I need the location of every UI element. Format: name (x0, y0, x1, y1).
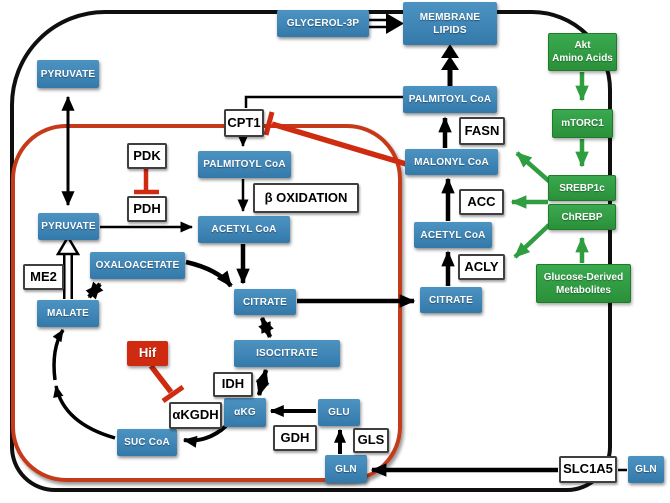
node-malate: MALATE (37, 300, 99, 327)
node-palmitoyl-coa-mito: PALMITOYL CoA (198, 151, 291, 178)
node-isocitrate: ISOCITRATE (234, 340, 340, 367)
node-idh: IDH (213, 372, 253, 397)
node-pyruvate-mito: PYRUVATE (38, 213, 99, 240)
node-chrebp: ChREBP (548, 204, 616, 230)
node-acetyl-coa-cytosol: ACETYL CoA (414, 222, 492, 248)
node-glycerol-3p: GLYCEROL-3P (277, 10, 369, 37)
node-acly: ACLY (458, 254, 505, 280)
node-citrate-mito: CITRATE (234, 289, 296, 315)
node-membrane-lipids: MEMBRANE LIPIDS (403, 2, 497, 45)
node-akg: αKG (224, 398, 266, 427)
node-glucose-derived-metabolites: Glucose-Derived Metabolites (536, 264, 631, 303)
node-acc: ACC (459, 189, 504, 215)
node-gln-extracellular: GLN (628, 456, 664, 483)
node-oxaloacetate: OXALOACETATE (90, 252, 185, 279)
node-malonyl-coa: MALONYL CoA (405, 149, 498, 175)
node-akgdh: αKGDH (169, 402, 222, 429)
node-slc1a5: SLC1A5 (559, 456, 617, 483)
node-me2: ME2 (23, 264, 64, 290)
node-citrate-cytosol: CITRATE (420, 287, 482, 313)
node-cpt1: CPT1 (224, 109, 264, 137)
node-hif: Hif (127, 341, 168, 366)
node-akt-amino-acids: Akt Amino Acids (548, 33, 617, 71)
node-pdh: PDH (127, 196, 167, 222)
node-pyruvate-cytosol: PYRUVATE (37, 60, 99, 88)
node-gln-mito: GLN (325, 455, 367, 483)
node-gdh: GDH (273, 425, 317, 451)
node-glu: GLU (318, 399, 360, 426)
node-mtorc1: mTORC1 (552, 109, 613, 138)
node-acetyl-coa-mito: ACETYL CoA (198, 216, 290, 243)
node-gls: GLS (353, 428, 389, 453)
node-palmitoyl-coa-cytosol: PALMITOYL CoA (403, 86, 497, 113)
node-beta-oxidation: β OXIDATION (253, 183, 359, 213)
node-suc-coa: SUC CoA (117, 429, 177, 456)
node-fasn: FASN (459, 117, 505, 145)
node-pdk: PDK (127, 143, 167, 169)
node-srebp1c: SREBP1c (548, 175, 616, 201)
